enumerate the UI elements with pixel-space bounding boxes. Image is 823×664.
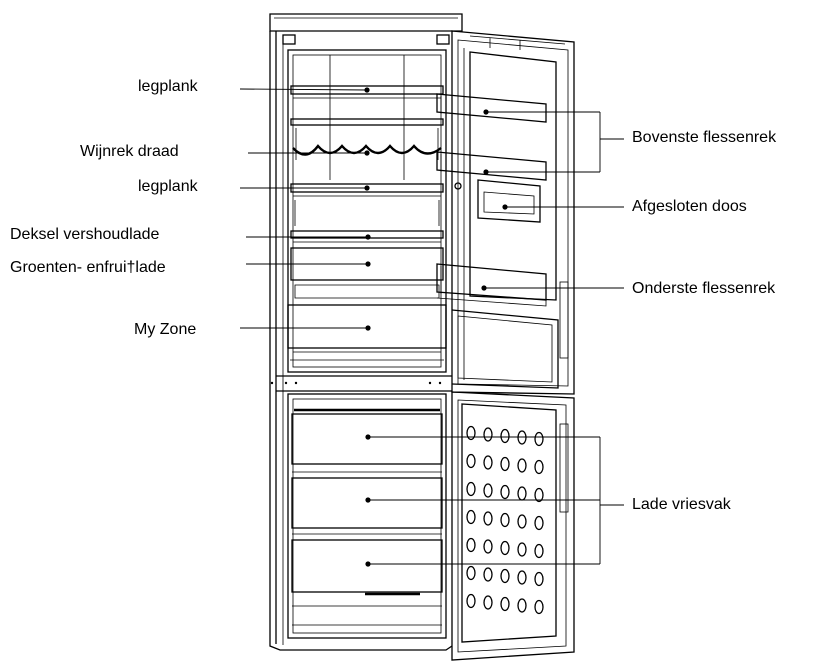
- label-bovenste-flessenrek: Bovenste flessenrek: [632, 129, 777, 146]
- leader-dot: [364, 87, 370, 93]
- dimple: [517, 542, 527, 557]
- leader-dot: [364, 185, 370, 191]
- dimple: [466, 537, 476, 553]
- dimple: [517, 458, 527, 473]
- leader-dot: [483, 169, 489, 175]
- dimple: [500, 540, 510, 556]
- dimple: [483, 483, 493, 498]
- dimple: [517, 430, 527, 445]
- label-lade-vriesvak: Lade vriesvak: [632, 496, 731, 513]
- dimple: [500, 596, 510, 612]
- leader-dot: [365, 325, 371, 331]
- label-my-zone: My Zone: [134, 321, 197, 338]
- label-onderste-flessenrek: Onderste flessenrek: [632, 280, 776, 297]
- dimple: [466, 425, 476, 441]
- leader-dot: [483, 109, 489, 115]
- dimple: [483, 511, 493, 526]
- dimple: [517, 514, 527, 529]
- leader-dot: [365, 497, 371, 503]
- label-groenten-fruitlade: Groenten- enfrui†lade: [10, 259, 166, 276]
- dimple: [500, 428, 510, 444]
- dimple: [483, 455, 493, 470]
- dimple: [534, 487, 544, 503]
- dimple: [466, 509, 476, 525]
- leader-dot: [365, 261, 371, 267]
- dimple: [483, 539, 493, 554]
- dimple: [534, 599, 544, 615]
- dimple: [466, 593, 476, 609]
- leader-dot: [364, 150, 370, 156]
- dimple: [466, 453, 476, 469]
- dimple: [466, 481, 476, 497]
- leader-dot: [365, 434, 371, 440]
- dimple: [534, 459, 544, 475]
- leader-line: [239, 88, 368, 91]
- dimple: [483, 595, 493, 610]
- label-deksel-vershoudlade: Deksel vershoudlade: [10, 226, 160, 243]
- dimple: [517, 598, 527, 613]
- leader-dot: [481, 285, 487, 291]
- dimple: [534, 431, 544, 447]
- dimple: [483, 567, 493, 582]
- dimple: [500, 568, 510, 584]
- dimple: [517, 486, 527, 501]
- label-wijnrek-draad: Wijnrek draad: [80, 143, 179, 160]
- leader-dot: [365, 234, 371, 240]
- label-legplank-mid: legplank: [138, 178, 198, 195]
- leader-dot: [502, 204, 508, 210]
- dimple: [483, 427, 493, 442]
- dimple: [517, 570, 527, 585]
- dimple: [534, 543, 544, 559]
- label-afgesloten-doos: Afgesloten doos: [632, 198, 747, 215]
- dimple: [500, 484, 510, 500]
- dimple: [534, 571, 544, 587]
- leader-dot: [365, 561, 371, 567]
- label-legplank-top: legplank: [138, 78, 198, 95]
- dimple: [500, 456, 510, 472]
- dimple: [466, 565, 476, 581]
- dimple: [534, 515, 544, 531]
- dimple: [500, 512, 510, 528]
